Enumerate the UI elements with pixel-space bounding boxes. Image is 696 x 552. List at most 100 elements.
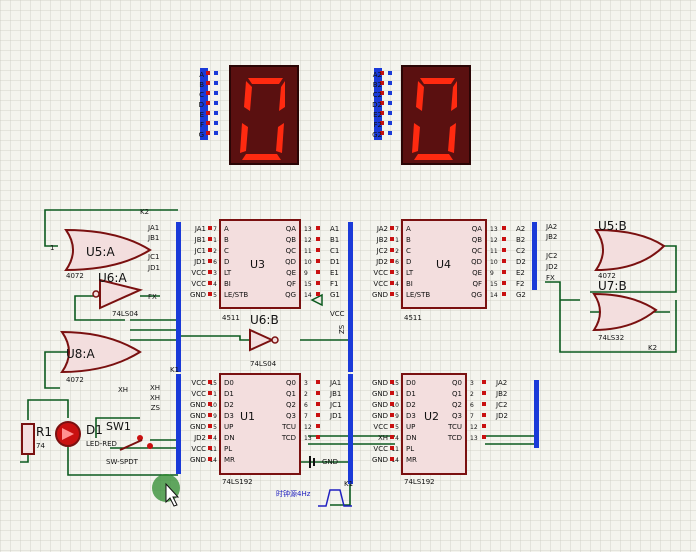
r1-value: 74 — [36, 442, 45, 450]
net-label: GND — [372, 456, 388, 464]
pin-dot — [482, 391, 486, 395]
net-label: G2 — [516, 291, 526, 299]
pin-dot — [390, 226, 394, 230]
led-d1[interactable]: D1 LED-RED — [55, 421, 117, 448]
u7b-k2: K2 — [648, 344, 657, 352]
ic-pin-name: DN — [224, 434, 235, 442]
ic-pin-number: 15 — [304, 281, 312, 288]
net-label: GND — [190, 423, 206, 431]
pin-dot — [380, 91, 384, 95]
pin-dot — [214, 111, 218, 115]
pin-dot — [214, 91, 218, 95]
u5b-fx: FX — [546, 274, 555, 282]
ic-u3[interactable]: U3 4511 A7JA1B1JB1C2JC1D6JD1LT3VCCBI4VCC… — [190, 219, 340, 322]
gate-u6a[interactable]: U6:A 74LS04 FX — [92, 271, 157, 318]
ic-pin-number: 5 — [213, 424, 217, 431]
pin-dot — [208, 435, 212, 439]
ic-pin-name: Q1 — [452, 390, 462, 398]
pin-dot — [388, 81, 392, 85]
ic-pin-number: 9 — [395, 413, 399, 420]
pin-dot — [316, 380, 320, 384]
gate-u7b[interactable]: U7:B 74LS32 K2 — [592, 279, 658, 352]
clock-source[interactable]: 时钟源4Hz K1 — [276, 480, 353, 507]
ic-pin-name: UP — [406, 423, 415, 431]
ic-pin-number: 5 — [395, 424, 399, 431]
ic-pin-name: D1 — [406, 390, 416, 398]
pin-dot — [208, 391, 212, 395]
pin-dot — [208, 270, 212, 274]
net-label: VCC — [191, 390, 206, 398]
ic-pin-number: 6 — [304, 402, 308, 409]
ic-pin-name: D0 — [406, 379, 416, 387]
pin-dot — [214, 121, 218, 125]
ic-pin-number: 14 — [304, 292, 312, 299]
net-label: JC1 — [329, 401, 341, 409]
ic-pin-name: C — [406, 247, 411, 255]
pin-dot — [214, 131, 218, 135]
pin-dot — [380, 111, 384, 115]
ic-pin-name: Q3 — [286, 412, 296, 420]
ic-pin-name: QG — [471, 291, 482, 299]
net-label: GND — [190, 401, 206, 409]
u3-name: U3 — [250, 258, 265, 271]
pin-dot — [316, 248, 320, 252]
ic-pin-name: QC — [286, 247, 297, 255]
pin-dot — [390, 380, 394, 384]
ic-pin-number: 4 — [213, 435, 217, 442]
net-label: XH — [150, 384, 160, 392]
u8a-xh: XH — [118, 386, 128, 394]
ic-pin-name: QD — [471, 258, 482, 266]
pin-dot — [482, 413, 486, 417]
ic-u1[interactable]: U1 74LS192 D015VCCD11VCCD210GNDD39GNDUP5… — [150, 373, 342, 486]
u6b-name: U6:B — [250, 313, 279, 327]
gate-u5b[interactable]: U5:B 4072 JA2 JB2 JC2 JD2 FX — [545, 219, 666, 282]
ic-pin-number: 2 — [395, 248, 399, 255]
u6b-zs: ZS — [338, 324, 346, 334]
gnd-label: GND — [322, 458, 338, 466]
pin-dot — [316, 237, 320, 241]
pin-dot — [208, 292, 212, 296]
ic-pin-name: Q2 — [286, 401, 296, 409]
ic-pin-name: A — [406, 225, 411, 233]
ic-pin-number: 14 — [490, 292, 498, 299]
u5b-part: 4072 — [598, 272, 616, 280]
gate-u5a[interactable]: U5:A 4072 1 K2 JA1 JB1 JC1 JD1 — [50, 208, 160, 280]
pin-dot — [390, 446, 394, 450]
ic-pin-number: 2 — [304, 391, 308, 398]
resistor-r1[interactable]: R1 74 — [21, 423, 52, 455]
mouse-pointer-icon — [165, 482, 180, 507]
d1-name: D1 — [86, 423, 103, 437]
ic-pin-name: PL — [224, 445, 232, 453]
u5a-out: 1 — [50, 244, 54, 252]
net-label: E1 — [330, 269, 339, 277]
net-label: VCC — [191, 379, 206, 387]
ic-u2[interactable]: U2 74LS192 D015GNDD11GNDD210GNDD39GNDUP5… — [372, 373, 508, 486]
pin-dot — [208, 226, 212, 230]
net-label: XH — [150, 394, 160, 402]
pin-dot — [390, 402, 394, 406]
u5a-part: 4072 — [66, 272, 84, 280]
pin-dot — [316, 424, 320, 428]
pin-dot — [390, 424, 394, 428]
ic-u4[interactable]: U4 4511 A7JA2B1JB2C2JC2D6JD2LT3VCCBI4VCC… — [372, 219, 526, 322]
net-label: C2 — [516, 247, 525, 255]
u7b-part: 74LS32 — [598, 334, 624, 342]
net-label: VCC — [373, 280, 388, 288]
pin-dot — [502, 248, 506, 252]
net-label: VCC — [191, 280, 206, 288]
net-label: A1 — [330, 225, 339, 233]
net-label: JB1 — [194, 236, 206, 244]
switch-sw1[interactable]: SW1 SW-SPDT — [106, 420, 153, 466]
gate-u6b[interactable]: U6:B 74LS04 ZS VCC — [249, 293, 346, 368]
net-label: GND — [190, 456, 206, 464]
ic-pin-number: 7 — [395, 226, 399, 233]
u5a-k2: K2 — [140, 208, 149, 216]
net-label: JD1 — [193, 258, 206, 266]
ic-pin-number: 10 — [304, 259, 312, 266]
gate-u8a[interactable]: U8:A 4072 XH K1 — [60, 330, 179, 394]
display-pin-label: B — [199, 81, 204, 89]
net-label: A2 — [516, 225, 525, 233]
